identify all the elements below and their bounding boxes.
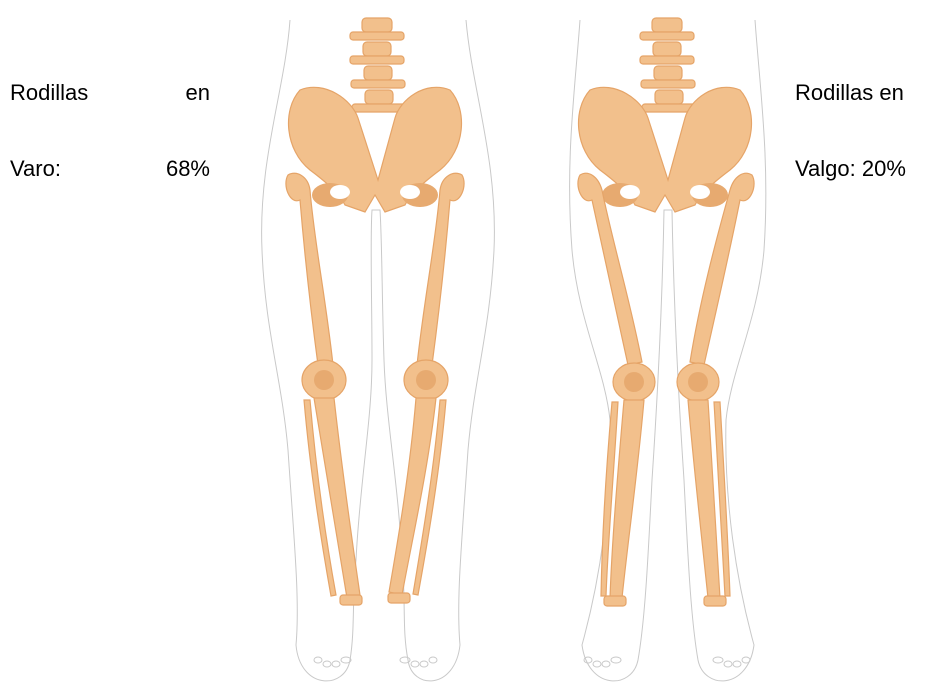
lumbar-spine-valgo: [640, 18, 696, 112]
